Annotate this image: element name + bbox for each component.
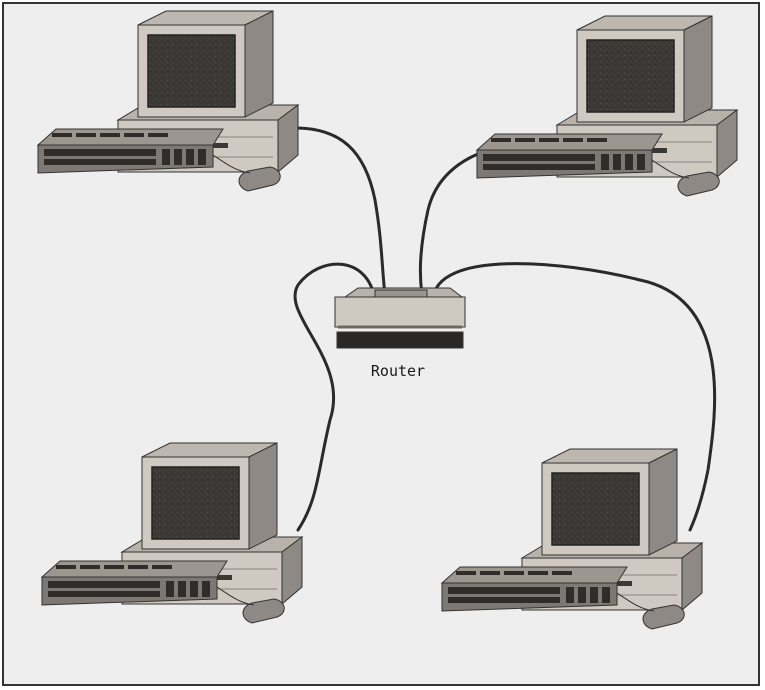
cable-bottom-right — [431, 262, 717, 532]
router-label: Router — [371, 362, 425, 380]
cable-top-left — [293, 126, 387, 297]
router: Router — [334, 287, 466, 380]
cable-bottom-left — [293, 262, 377, 532]
